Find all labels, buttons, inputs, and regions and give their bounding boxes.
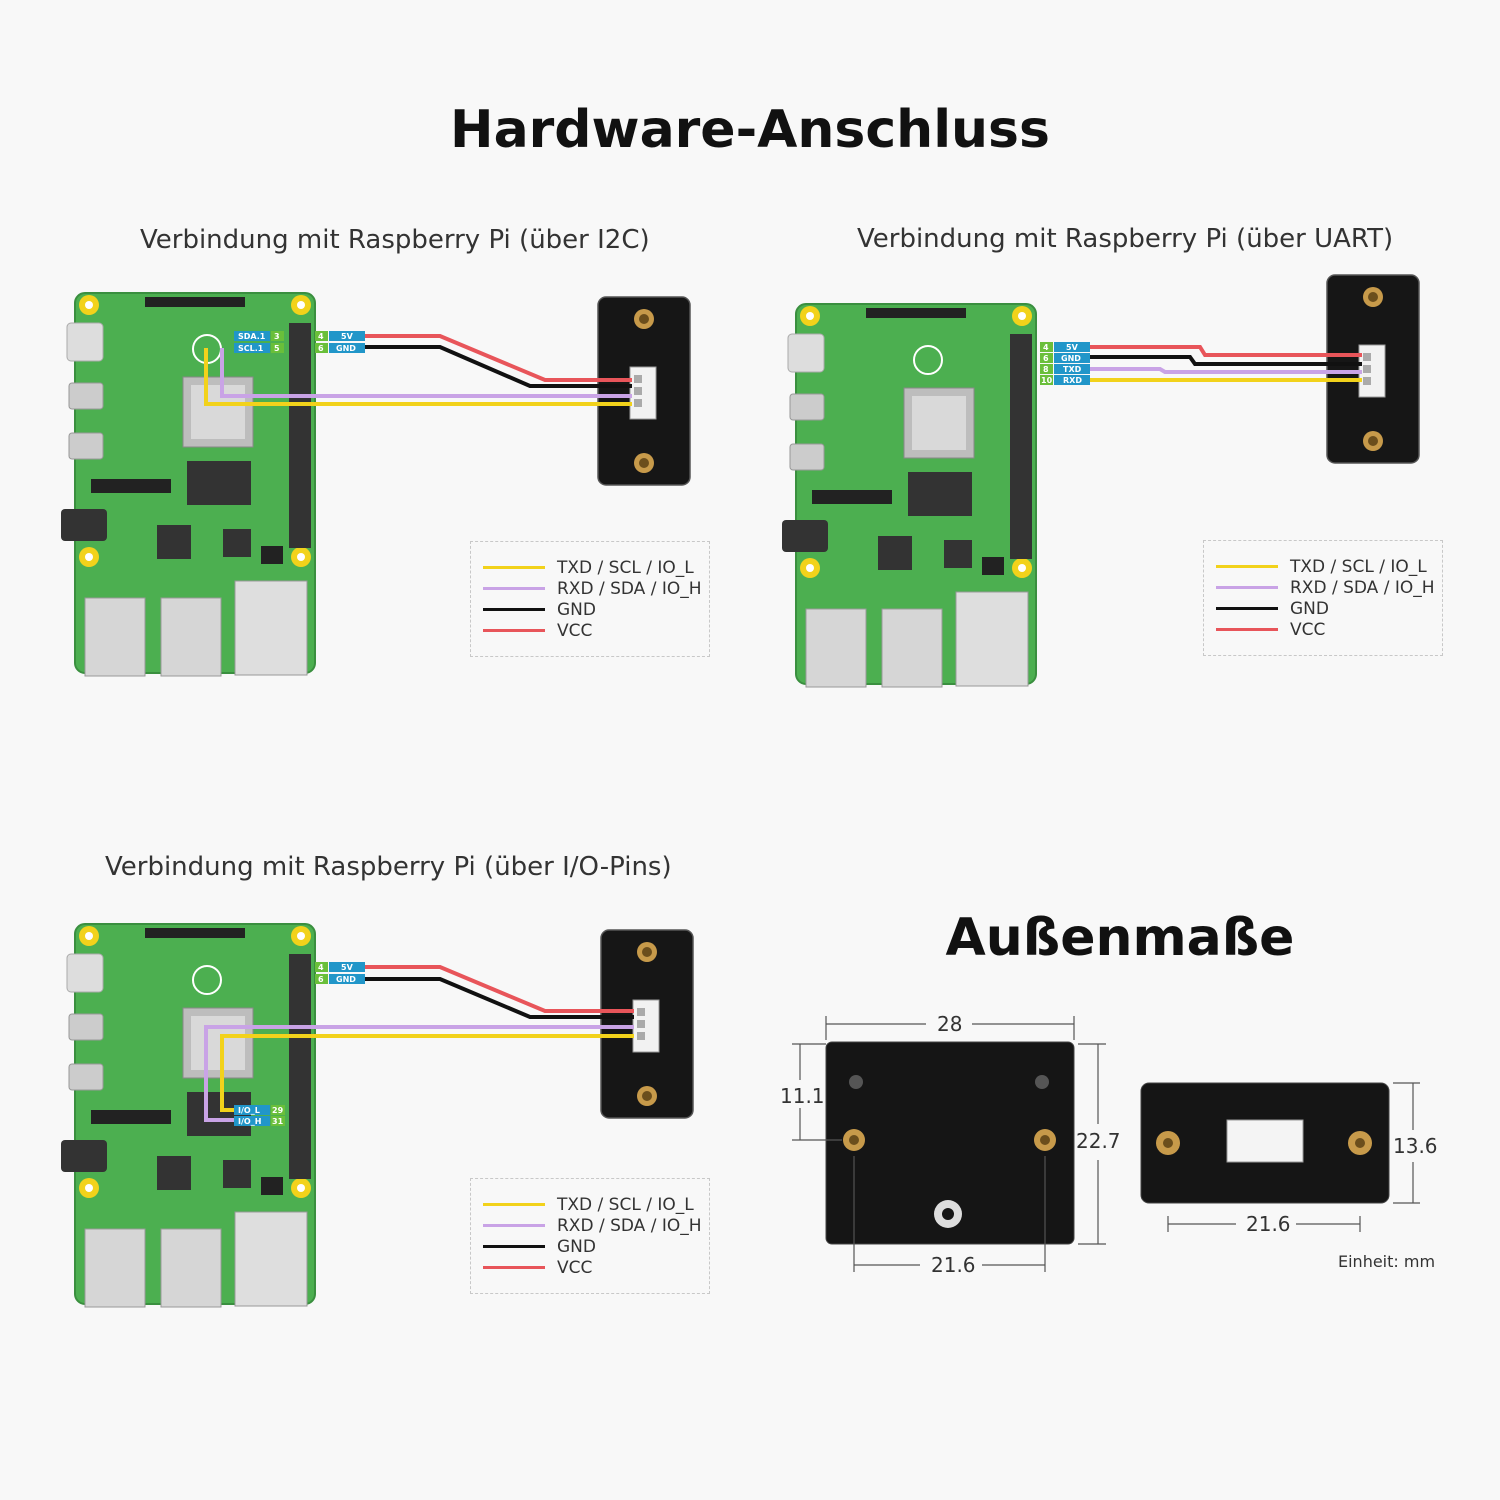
unit-note: Einheit: mm [1338,1252,1436,1271]
dim-top-holes: 21.6 [1246,1212,1291,1236]
raspberry-pi-board-3 [60,923,316,1308]
dimension-drawing: 28 11.1 22.7 21.6 13.6 21.6 [780,1012,1438,1277]
svg-text:GND: GND [336,344,356,353]
pin-labels-3: 4 5V 6 GND I/O_L 29 I/O_H 31 [234,962,365,1126]
legend-item: TXD / SCL / IO_L [557,1194,694,1215]
legend-item: VCC [1290,619,1326,640]
dimensions-title: Außenmaße [945,908,1295,968]
svg-text:5V: 5V [341,332,354,341]
legend-item: GND [1290,598,1329,619]
legend-item: VCC [557,1257,593,1278]
raspberry-pi-board-2 [781,303,1037,688]
svg-text:5V: 5V [1066,343,1079,352]
svg-text:10: 10 [1041,376,1053,385]
svg-text:6: 6 [1043,354,1049,363]
svg-text:8: 8 [1043,365,1049,374]
legend-item: GND [557,599,596,620]
legend-1: TXD / SCL / IO_L RXD / SDA / IO_H GND VC… [470,541,710,657]
panel-io-subtitle: Verbindung mit Raspberry Pi (über I/O-Pi… [105,852,672,882]
legend-2: TXD / SCL / IO_L RXD / SDA / IO_H GND VC… [1203,540,1443,656]
svg-text:4: 4 [1043,343,1049,352]
svg-text:I/O_L: I/O_L [238,1106,260,1115]
dim-front-width: 28 [937,1012,962,1036]
page-title: Hardware-Anschluss [450,100,1050,160]
svg-text:I/O_H: I/O_H [238,1117,261,1126]
wires-1 [204,334,632,406]
svg-text:3: 3 [274,332,280,341]
svg-text:5V: 5V [341,963,354,972]
svg-text:GND: GND [1061,354,1081,363]
legend-item: RXD / SDA / IO_H [557,1215,702,1236]
legend-item: RXD / SDA / IO_H [1290,577,1435,598]
dim-side-left: 11.1 [780,1084,825,1108]
sensor-module-2 [1326,274,1420,464]
svg-text:29: 29 [272,1106,284,1115]
pin-labels-1: SDA.1 3 SCL.1 5 4 5V 6 GND [234,331,365,353]
sensor-module-3 [600,929,694,1119]
legend-item: VCC [557,620,593,641]
svg-text:RXD: RXD [1063,376,1082,385]
sensor-module-1 [597,296,691,486]
svg-text:6: 6 [318,975,324,984]
dim-top-height: 13.6 [1393,1134,1438,1158]
legend-3: TXD / SCL / IO_L RXD / SDA / IO_H GND VC… [470,1178,710,1294]
panel-uart-subtitle: Verbindung mit Raspberry Pi (über UART) [857,224,1394,254]
svg-text:GND: GND [336,975,356,984]
svg-text:SDA.1: SDA.1 [238,332,266,341]
svg-text:31: 31 [272,1117,284,1126]
svg-text:SCL.1: SCL.1 [238,344,264,353]
svg-text:4: 4 [318,332,324,341]
legend-item: GND [557,1236,596,1257]
svg-text:TXD: TXD [1063,365,1082,374]
legend-item: RXD / SDA / IO_H [557,578,702,599]
panel-i2c-subtitle: Verbindung mit Raspberry Pi (über I2C) [140,225,650,255]
svg-text:4: 4 [318,963,324,972]
wires-2 [1090,345,1362,382]
pin-labels-2: 4 5V 6 GND 8 TXD 10 RXD [1040,342,1090,385]
wires-3 [204,965,634,1122]
dim-front-holes: 21.6 [931,1253,976,1277]
svg-text:6: 6 [318,344,324,353]
legend-item: TXD / SCL / IO_L [1290,556,1427,577]
dim-side-right: 22.7 [1076,1129,1121,1153]
legend-item: TXD / SCL / IO_L [557,557,694,578]
svg-text:5: 5 [274,344,280,353]
